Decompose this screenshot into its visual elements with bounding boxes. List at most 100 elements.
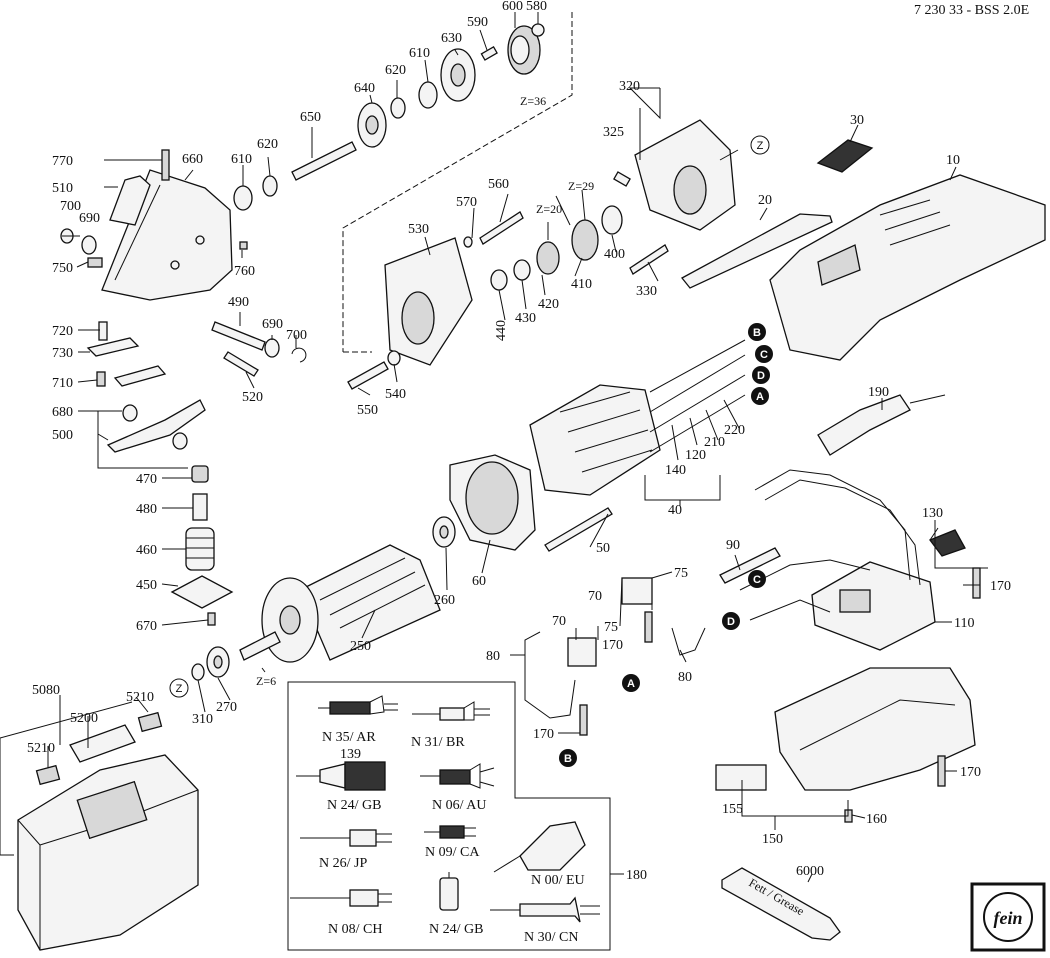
svg-text:C: C: [760, 349, 768, 361]
label-680: 680: [52, 405, 73, 420]
label-5210-left: 5210: [27, 741, 55, 756]
callout-d-top: D: [752, 366, 770, 384]
pin-590: [480, 46, 498, 61]
svg-text:B: B: [753, 327, 761, 339]
plug-gb2-icon: [439, 872, 459, 911]
stator-120: [529, 384, 661, 496]
label-180: 180: [626, 868, 647, 883]
teeth-label-420: Z=20: [536, 202, 562, 216]
bushing-610-left: [233, 185, 253, 211]
plate-next-710: [113, 365, 167, 387]
label-30: 30: [850, 113, 864, 128]
teeth-label-410: Z=29: [568, 179, 594, 193]
callout-c-mid: C: [748, 570, 766, 588]
screw-330: [629, 244, 669, 275]
callout-b-low: B: [559, 749, 577, 767]
label-560: 560: [488, 177, 509, 192]
part-labels: 600 580 590 630 610 620 640 650 620 610 …: [27, 0, 1011, 883]
callout-z-upper: Z: [750, 135, 770, 155]
label-190: 190: [868, 385, 889, 400]
label-650: 650: [300, 110, 321, 125]
label-75-lower: 75: [604, 620, 618, 635]
brush-wire-80-right: [671, 627, 706, 656]
label-660: 660: [182, 152, 203, 167]
label-480: 480: [136, 502, 157, 517]
plug-gb-icon: [296, 761, 386, 791]
pin-720: [98, 321, 108, 341]
label-120: 120: [685, 448, 706, 463]
brush-wire-80-left: [524, 631, 576, 719]
document-code: 7 230 33 - BSS 2.0E: [914, 3, 1029, 18]
label-610-top: 610: [409, 46, 430, 61]
plug-jp-icon: [300, 829, 392, 847]
plug-au-icon: [420, 763, 495, 789]
label-530: 530: [408, 222, 429, 237]
label-700-right: 700: [286, 328, 307, 343]
svg-text:A: A: [627, 678, 635, 690]
svg-text:C: C: [753, 574, 761, 586]
bearing-630: [440, 48, 476, 102]
label-50: 50: [596, 541, 610, 556]
label-700-left: 700: [60, 199, 81, 214]
plug-eu-icon: [493, 821, 586, 873]
plug-br-icon: [412, 701, 490, 721]
label-270: 270: [216, 700, 237, 715]
label-430: 430: [515, 311, 536, 326]
bushing-610-top: [418, 81, 438, 109]
plug-label-br: N 31/ BR: [411, 735, 465, 750]
label-139: 139: [340, 747, 361, 762]
screw-550: [347, 361, 389, 390]
latch-5210-right: [137, 711, 163, 733]
label-620-left: 620: [257, 137, 278, 152]
plug-label-au: N 06/ AU: [432, 798, 486, 813]
callout-a-low: A: [622, 674, 640, 692]
carry-case-5080: [17, 754, 199, 951]
cable-clip-130: [928, 529, 966, 557]
plug-label-eu: N 00/ EU: [531, 873, 585, 888]
plug-labels: N 35/ AR N 31/ BR N 24/ GB N 06/ AU N 26…: [319, 730, 585, 945]
brush-wires-40: [649, 339, 746, 453]
washer-540: [387, 350, 401, 366]
svg-text:D: D: [727, 616, 735, 628]
ring-620-top: [390, 97, 406, 119]
bearing-270: [206, 646, 230, 678]
label-490: 490: [228, 295, 249, 310]
bushing-470: [191, 465, 209, 483]
plug-label-gb2: N 24/ GB: [429, 922, 483, 937]
label-730: 730: [52, 346, 73, 361]
plug-ca-icon: [424, 825, 476, 839]
label-330: 330: [636, 284, 657, 299]
pin-490: [211, 321, 266, 351]
blade-500: [106, 399, 206, 453]
bushing-440: [490, 269, 508, 291]
brush-holder-70-upper: [621, 577, 653, 605]
bearing-640: [357, 102, 387, 148]
label-630: 630: [441, 31, 462, 46]
label-70-upper: 70: [588, 589, 602, 604]
label-540: 540: [385, 387, 406, 402]
label-600: 600: [502, 0, 523, 14]
washer-580: [531, 23, 545, 37]
label-6000: 6000: [796, 864, 824, 879]
label-400: 400: [604, 247, 625, 262]
spring-480: [192, 493, 208, 521]
label-320: 320: [619, 79, 640, 94]
label-690-left: 690: [79, 211, 100, 226]
plate-730: [86, 337, 140, 357]
callout-c-top: C: [755, 345, 773, 363]
label-110: 110: [954, 616, 974, 631]
plug-label-ar: N 35/ AR: [322, 730, 376, 745]
washer-690-right: [264, 338, 280, 358]
label-325: 325: [603, 125, 624, 140]
shaft-650: [291, 141, 357, 181]
screw-520: [223, 351, 259, 377]
switch-90: [719, 547, 781, 584]
logo-text: fein: [994, 908, 1023, 928]
callout-a-top: A: [751, 387, 769, 405]
callout-z-lower: Z: [169, 678, 189, 698]
bearing-260: [432, 516, 456, 548]
leader-lines: [47, 12, 988, 883]
plug-label-ch: N 08/ CH: [328, 922, 382, 937]
label-310: 310: [192, 712, 213, 727]
